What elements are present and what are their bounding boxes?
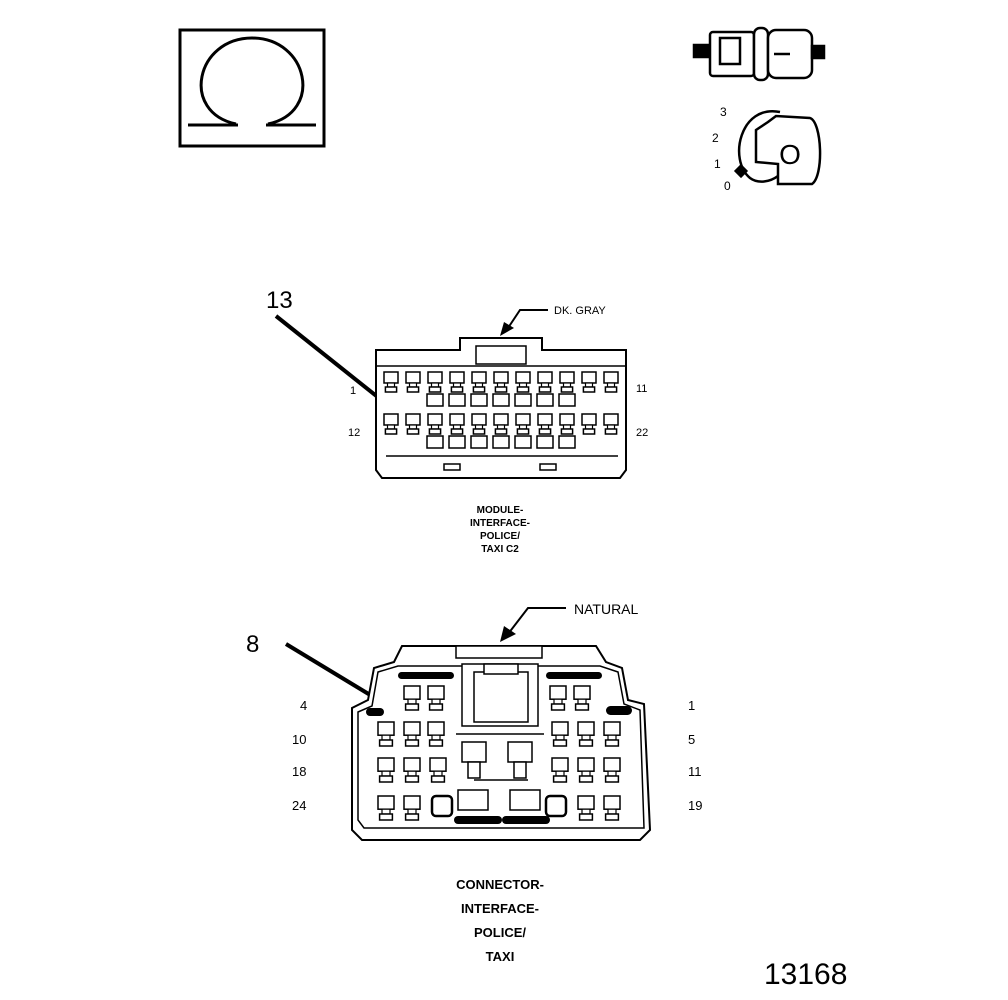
right-pin-label-5: 5: [688, 732, 695, 747]
pin-cavity: [429, 757, 447, 783]
c2-pin-12: 12: [348, 427, 360, 439]
pin-cavity: [559, 371, 575, 393]
pin-cavity: [405, 413, 421, 435]
pin-cavity: [537, 371, 553, 393]
ignition-switch-key-icon: O 3 2 1 0: [712, 105, 822, 193]
connector-latch: [455, 645, 543, 659]
c2-caption-line: TAXI C2: [481, 544, 519, 555]
pin-cavity: [537, 413, 553, 435]
c2-caption: MODULE- INTERFACE- POLICE/ TAXI C2: [440, 506, 560, 558]
connector-caption-line: INTERFACE-: [461, 901, 539, 916]
c2-caption-line: INTERFACE-: [470, 518, 530, 529]
pin-cavity: [403, 685, 421, 711]
pin-cavity: [471, 371, 487, 393]
pin-cavity: [577, 721, 595, 747]
c2-latch: [475, 345, 527, 365]
left-pin-label-4: 4: [300, 698, 307, 713]
connector-plug-icon: [692, 26, 826, 82]
pin-cavity: [577, 795, 595, 821]
connector-caption-line: TAXI: [485, 949, 515, 964]
natural-color-label: NATURAL: [574, 601, 639, 617]
pin-cavity: [471, 413, 487, 435]
pin-cavity: [551, 721, 569, 747]
c2-pin-1: 1: [350, 385, 356, 397]
connector-caption-line: CONNECTOR-: [456, 877, 544, 892]
pin-cavity: [573, 685, 591, 711]
pin-cavity: [377, 721, 395, 747]
ignition-position-3: 3: [720, 105, 727, 119]
pin-cavity: [403, 721, 421, 747]
ignition-position-0: 0: [724, 179, 731, 193]
left-pin-label-10: 10: [292, 732, 306, 747]
pin-cavity: [427, 685, 445, 711]
callout-8: 8: [246, 631, 259, 658]
right-pin-label-11: 11: [688, 764, 702, 779]
right-pin-label-1: 1: [688, 698, 695, 713]
c2-color-leader: [507, 309, 548, 329]
pin-cavity: [603, 795, 621, 821]
connector-interface: 8 NATURAL 4 10 18 24 1 5 11 19: [246, 601, 702, 841]
pin-cavity: [603, 371, 619, 393]
pin-cavity: [427, 371, 443, 393]
left-pin-label-24: 24: [292, 798, 306, 813]
pin-cavity: [383, 371, 399, 393]
pin-cavity: [577, 757, 595, 783]
c2-pin-cavities: [383, 371, 619, 449]
pin-cavity: [493, 371, 509, 393]
pin-cavity: [377, 757, 395, 783]
connector-caption-line: POLICE/: [473, 925, 526, 940]
connector-c2: 13 DK. GRAY 1 11 12 22: [266, 287, 648, 479]
pin-cavity: [449, 371, 465, 393]
pin-cavity: [377, 795, 395, 821]
pin-cavity: [405, 371, 421, 393]
c2-caption-line: POLICE/: [479, 531, 520, 542]
figure-number: 13168: [764, 958, 848, 991]
c2-color-arrowhead: [500, 322, 514, 336]
pin-cavity: [603, 413, 619, 435]
c2-pin-11: 11: [636, 383, 647, 395]
pin-cavity: [493, 413, 509, 435]
natural-color-arrowhead: [500, 626, 516, 642]
ignition-position-1: 1: [714, 157, 721, 171]
c2-pin-22: 22: [636, 427, 648, 439]
connector-pin-cavities: [377, 685, 621, 821]
ohm-meter-icon: [178, 28, 326, 148]
pin-cavity: [515, 371, 531, 393]
pin-cavity: [515, 413, 531, 435]
pin-cavity: [403, 757, 421, 783]
pin-cavity: [549, 685, 567, 711]
c2-color-label: DK. GRAY: [554, 305, 606, 317]
right-pin-label-19: 19: [688, 798, 702, 813]
pin-cavity: [559, 413, 575, 435]
pin-cavity: [449, 413, 465, 435]
pin-cavity: [581, 371, 597, 393]
callout-13: 13: [266, 287, 293, 314]
natural-color-leader: [507, 607, 566, 635]
ignition-position-2: 2: [712, 131, 719, 145]
key-glyph: O: [779, 139, 801, 170]
pin-cavity: [383, 413, 399, 435]
pin-cavity: [427, 721, 445, 747]
pin-cavity: [603, 721, 621, 747]
connector-caption: CONNECTOR- INTERFACE- POLICE/ TAXI: [420, 878, 580, 974]
pin-cavity: [403, 795, 421, 821]
c2-caption-line: MODULE-: [476, 505, 524, 516]
pin-cavity: [581, 413, 597, 435]
pin-cavity: [603, 757, 621, 783]
left-pin-label-18: 18: [292, 764, 306, 779]
pin-cavity: [551, 757, 569, 783]
pin-cavity: [427, 413, 443, 435]
